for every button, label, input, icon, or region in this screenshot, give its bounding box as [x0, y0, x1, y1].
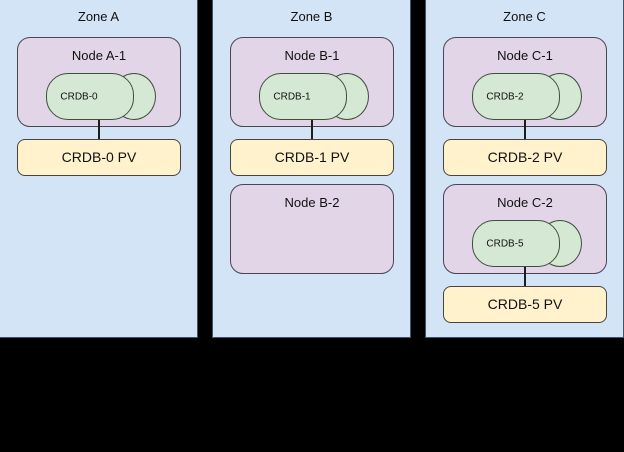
pv-crdb-0-box[interactable]: CRDB-0 PV — [17, 139, 181, 176]
node-b-2-box[interactable]: Node B-2 — [230, 184, 394, 274]
node-c-2-title: Node C-2 — [497, 195, 553, 210]
database-crdb-2[interactable]: CRDB-2 — [472, 73, 582, 120]
pv-crdb-2-box[interactable]: CRDB-2 PV — [443, 139, 607, 176]
connector-crdb-1-to-pv — [311, 118, 313, 140]
pv-crdb-5-label: CRDB-5 PV — [487, 296, 563, 312]
node-b-2-title: Node B-2 — [284, 195, 340, 210]
database-crdb-1[interactable]: CRDB-1 — [259, 73, 369, 120]
cylinder-body-icon — [472, 220, 560, 267]
pv-crdb-1-box[interactable]: CRDB-1 PV — [230, 139, 394, 176]
pv-crdb-1-label: CRDB-1 PV — [274, 149, 350, 165]
cylinder-body-icon — [46, 73, 134, 120]
pv-crdb-0-label: CRDB-0 PV — [61, 149, 137, 165]
database-crdb-5[interactable]: CRDB-5 — [472, 220, 582, 267]
node-b-1-title: Node B-1 — [284, 48, 340, 63]
database-crdb-2-label: CRDB-2 — [486, 91, 524, 102]
database-crdb-1-label: CRDB-1 — [273, 91, 311, 102]
pv-crdb-5-box[interactable]: CRDB-5 PV — [443, 286, 607, 323]
node-c-1-title: Node C-1 — [497, 48, 553, 63]
node-a-1-title: Node A-1 — [71, 48, 127, 63]
database-crdb-5-label: CRDB-5 — [486, 238, 524, 249]
zone-c-title: Zone C — [503, 9, 546, 24]
zone-b-title: Zone B — [290, 9, 333, 24]
zone-a-title: Zone A — [77, 9, 120, 24]
cylinder-body-icon — [472, 73, 560, 120]
database-crdb-0-label: CRDB-0 — [60, 91, 98, 102]
database-crdb-0[interactable]: CRDB-0 — [46, 73, 156, 120]
cylinder-body-icon — [259, 73, 347, 120]
pv-crdb-2-label: CRDB-2 PV — [487, 149, 563, 165]
connector-crdb-5-to-pv — [524, 265, 526, 287]
connector-crdb-0-to-pv — [98, 118, 100, 140]
connector-crdb-2-to-pv — [524, 118, 526, 140]
